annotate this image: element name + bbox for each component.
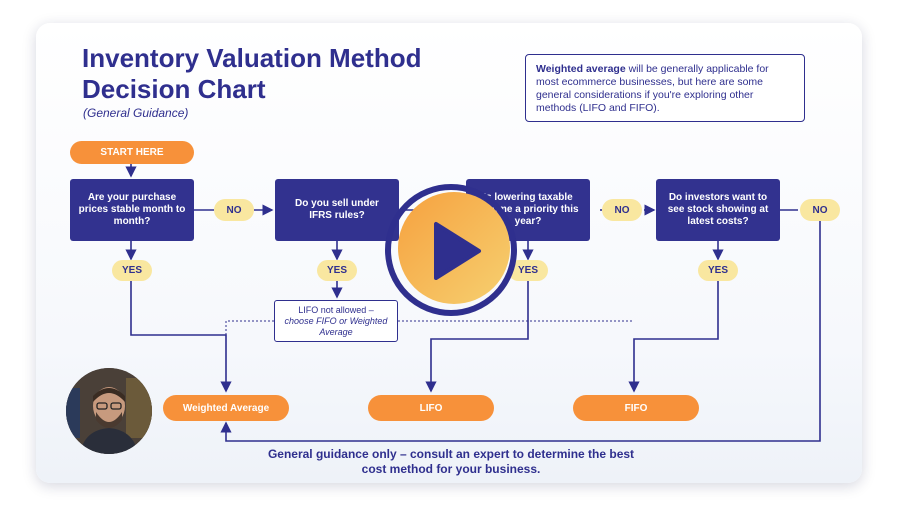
question-investors: Do investors want to see stock showing a… bbox=[656, 179, 780, 241]
video-card: Inventory Valuation Method Decision Char… bbox=[36, 23, 862, 483]
lifo-note-line2: choose FIFO or Weighted Average bbox=[284, 315, 388, 337]
outcome-weighted-average: Weighted Average bbox=[163, 395, 289, 421]
lifo-note-line1: LIFO not allowed – bbox=[298, 304, 374, 315]
question-ifrs: Do you sell under IFRS rules? bbox=[275, 179, 399, 241]
flow-connectors bbox=[125, 164, 821, 442]
page-title: Inventory Valuation Method Decision Char… bbox=[82, 43, 422, 104]
outcome-lifo: LIFO bbox=[368, 395, 494, 421]
yes-pill-3: YES bbox=[508, 260, 548, 281]
play-icon bbox=[385, 184, 517, 316]
no-pill-3: NO bbox=[602, 199, 642, 221]
yes-pill-4: YES bbox=[698, 260, 738, 281]
no-pill-1: NO bbox=[214, 199, 254, 221]
note-bold: Weighted average bbox=[536, 63, 626, 75]
note-text: will be generally applicable for most ec… bbox=[536, 63, 769, 114]
outcome-fifo: FIFO bbox=[573, 395, 699, 421]
presenter-avatar bbox=[66, 368, 152, 454]
no-pill-4: NO bbox=[800, 199, 840, 221]
lifo-not-allowed-note: LIFO not allowed – choose FIFO or Weight… bbox=[274, 300, 398, 342]
question-prices-stable: Are your purchase prices stable month to… bbox=[70, 179, 194, 241]
yes-pill-1: YES bbox=[112, 260, 152, 281]
guidance-note: Weighted average will be generally appli… bbox=[525, 54, 805, 122]
yes-pill-2: YES bbox=[317, 260, 357, 281]
start-pill: START HERE bbox=[70, 141, 194, 164]
footer-disclaimer: General guidance only – consult an exper… bbox=[267, 447, 635, 476]
play-button[interactable] bbox=[376, 174, 526, 324]
page-subtitle: (General Guidance) bbox=[83, 106, 189, 120]
